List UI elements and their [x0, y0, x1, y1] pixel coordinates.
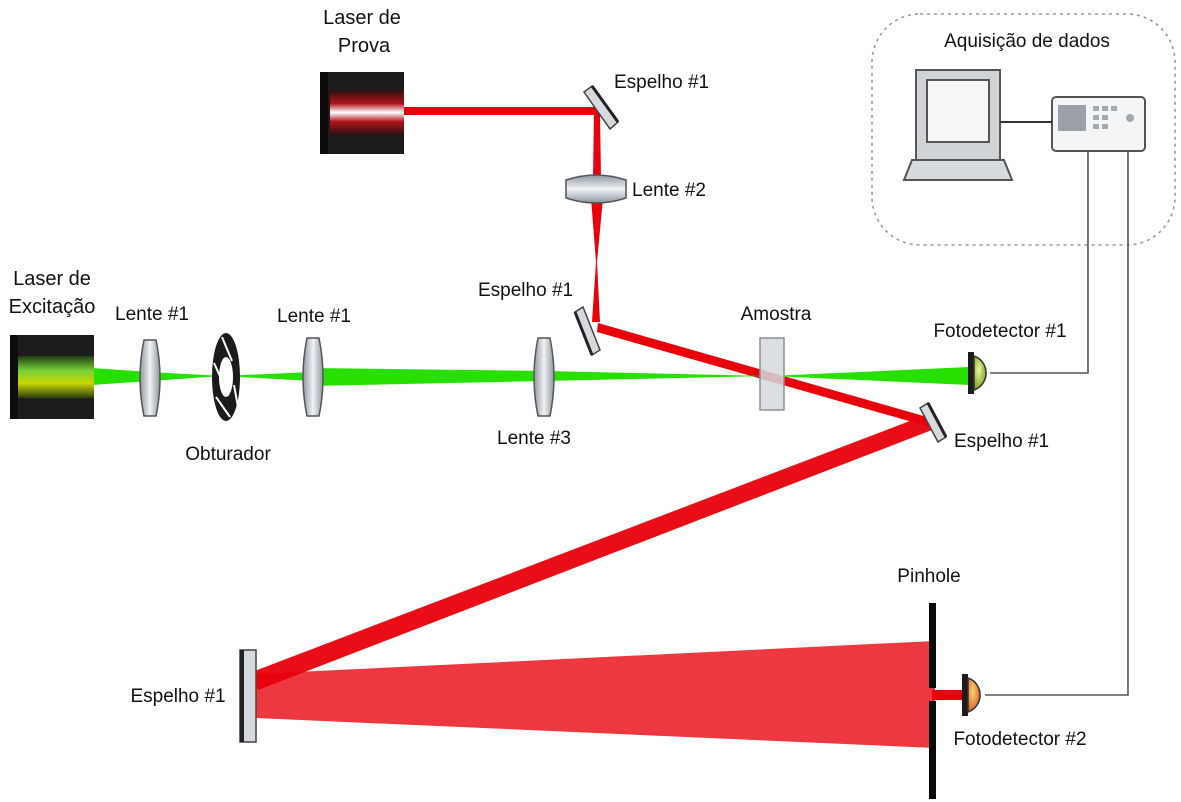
probe-laser-label-line1: Laser de	[323, 7, 401, 29]
lens-3-label: Lente #3	[497, 428, 571, 449]
photodetector-2	[962, 674, 981, 716]
lens-2	[565, 174, 627, 204]
probe-beam	[252, 107, 966, 748]
probe-laser	[320, 72, 404, 154]
photodetector-2-label: Fotodetector #2	[953, 729, 1086, 750]
excitation-beam	[92, 367, 970, 386]
probe-laser-label-line2: Prova	[338, 35, 391, 57]
photodetector-1-label: Fotodetector #1	[933, 321, 1066, 342]
signal-wires	[985, 151, 1129, 696]
excitation-laser	[10, 335, 94, 419]
instrument-icon	[1051, 96, 1146, 152]
lens-2-label: Lente #2	[632, 180, 706, 201]
mirror-top	[582, 84, 620, 131]
photodetector-1	[968, 352, 987, 394]
mirror-mid	[573, 305, 601, 357]
lens-1a	[139, 339, 161, 417]
lens-1a-label: Lente #1	[115, 304, 189, 325]
data-acquisition-label: Aquisição de dados	[944, 31, 1110, 52]
computer-icon	[902, 69, 1014, 181]
mirror-mid-label: Espelho #1	[478, 280, 573, 301]
excitation-laser-label-line1: Laser de	[13, 268, 91, 290]
lens-1b-label: Lente #1	[277, 306, 351, 327]
sample-label: Amostra	[741, 304, 812, 325]
mirror-bottom-label: Espelho #1	[130, 686, 225, 707]
lens-3	[533, 337, 555, 417]
mirror-bottom	[239, 649, 257, 743]
pinhole	[929, 603, 936, 799]
data-acquisition-box	[871, 13, 1176, 246]
shutter-label: Obturador	[185, 444, 271, 465]
pinhole-label: Pinhole	[897, 566, 960, 587]
mirror-right	[919, 401, 948, 444]
mirror-top-label: Espelho #1	[614, 72, 709, 93]
excitation-laser-label-line2: Excitação	[9, 296, 96, 318]
mirror-right-label: Espelho #1	[954, 431, 1049, 452]
sample	[759, 337, 785, 411]
lens-1b	[302, 337, 324, 417]
shutter-icon	[212, 333, 240, 421]
